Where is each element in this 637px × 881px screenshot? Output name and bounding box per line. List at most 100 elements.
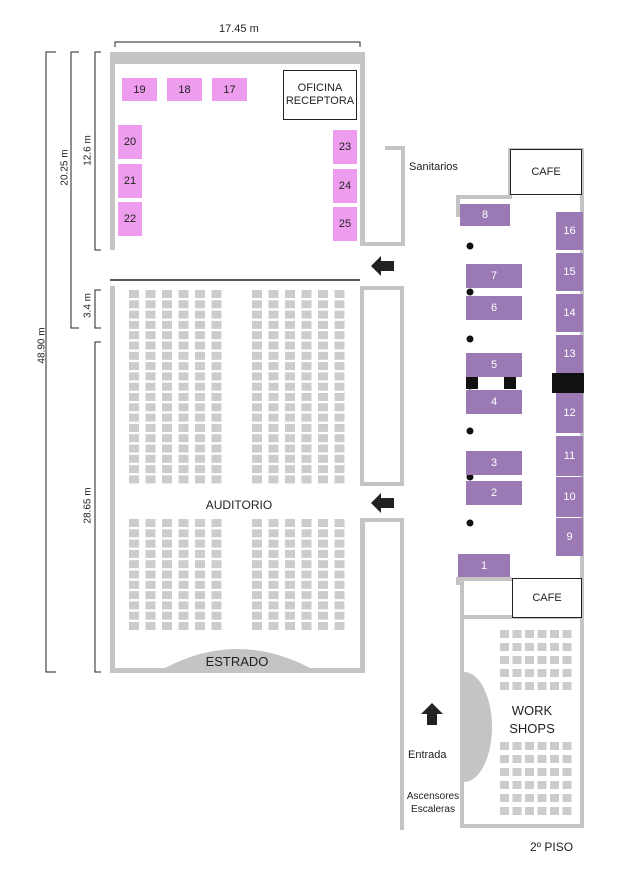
auditorium-seat bbox=[211, 300, 222, 309]
booth-2[interactable]: 2 bbox=[466, 481, 522, 505]
auditorium-seat bbox=[211, 465, 222, 474]
auditorium-seat bbox=[301, 539, 312, 548]
booth-4[interactable]: 4 bbox=[466, 390, 522, 414]
workshop-seat bbox=[537, 656, 547, 664]
auditorium-seat bbox=[285, 331, 295, 340]
workshop-seat bbox=[512, 669, 522, 677]
auditorium-seat bbox=[178, 475, 189, 484]
booth-15[interactable]: 15 bbox=[556, 253, 583, 291]
booth-7[interactable]: 7 bbox=[466, 264, 522, 288]
auditorium-seat bbox=[178, 372, 189, 381]
auditorium-seat bbox=[334, 300, 345, 309]
booth-10[interactable]: 10 bbox=[556, 477, 583, 517]
auditorium-seat bbox=[268, 601, 279, 610]
booth-3[interactable]: 3 bbox=[466, 451, 522, 475]
workshop-seat bbox=[537, 630, 547, 638]
auditorium-seat bbox=[318, 290, 328, 298]
auditorium-seat bbox=[178, 549, 189, 558]
booth-11[interactable]: 11 bbox=[556, 436, 583, 476]
auditorium-seat bbox=[129, 434, 139, 443]
booth-5[interactable]: 5 bbox=[466, 353, 522, 377]
workshop-seat bbox=[550, 742, 559, 750]
booth-18[interactable]: 18 bbox=[167, 78, 202, 101]
auditorium-seat bbox=[301, 475, 312, 484]
booth-19[interactable]: 19 bbox=[122, 78, 157, 101]
auditorium-seat bbox=[145, 519, 156, 527]
workshop-seat bbox=[537, 755, 547, 763]
auditorium-seat bbox=[211, 290, 222, 298]
auditorium-seat bbox=[211, 454, 222, 463]
auditorium-seat bbox=[318, 454, 328, 463]
booth-16[interactable]: 16 bbox=[556, 212, 583, 250]
auditorium-seat bbox=[285, 601, 295, 610]
auditorium-seat bbox=[285, 310, 295, 319]
auditorium-seat bbox=[145, 580, 156, 589]
workshop-seat bbox=[512, 682, 522, 690]
booth-12[interactable]: 12 bbox=[556, 393, 583, 433]
auditorium-seat bbox=[211, 351, 222, 360]
auditorium-seat bbox=[318, 362, 328, 371]
booth-17[interactable]: 17 bbox=[212, 78, 247, 101]
booth-24[interactable]: 24 bbox=[333, 169, 357, 203]
auditorium-seat bbox=[252, 372, 262, 381]
auditorium-seat bbox=[145, 454, 156, 463]
auditorium-seat bbox=[268, 519, 279, 527]
auditorium-seat bbox=[178, 362, 189, 371]
booth-22[interactable]: 22 bbox=[118, 202, 142, 236]
auditorium-seat bbox=[211, 611, 222, 620]
booth-20[interactable]: 20 bbox=[118, 125, 142, 159]
auditorium-seat bbox=[268, 475, 279, 484]
auditorium-seat bbox=[334, 475, 345, 484]
auditorium-seat bbox=[178, 423, 189, 432]
auditorium-seat bbox=[162, 622, 172, 630]
auditorium-seat bbox=[285, 403, 295, 412]
auditorium-seat bbox=[285, 519, 295, 527]
auditorium-seat bbox=[195, 382, 205, 391]
auditorium-seat bbox=[301, 372, 312, 381]
auditorium-seat bbox=[195, 529, 205, 538]
booth-25[interactable]: 25 bbox=[333, 207, 357, 241]
auditorium-seat bbox=[268, 622, 279, 630]
auditorium-seat bbox=[178, 341, 189, 350]
auditorium-seat bbox=[334, 351, 345, 360]
arrow-up-icon bbox=[421, 703, 443, 725]
auditorium-seat bbox=[162, 475, 172, 484]
auditorium-seat bbox=[334, 519, 345, 527]
auditorium-seat bbox=[268, 382, 279, 391]
auditorium-seat bbox=[178, 529, 189, 538]
auditorium-seat bbox=[318, 580, 328, 589]
auditorium-seat bbox=[301, 591, 312, 600]
auditorium-seat bbox=[318, 413, 328, 422]
auditorium-seat bbox=[211, 570, 222, 579]
booth-14[interactable]: 14 bbox=[556, 294, 583, 332]
auditorium-seat bbox=[318, 351, 328, 360]
booth-13[interactable]: 13 bbox=[556, 335, 583, 373]
auditorium-seat bbox=[285, 622, 295, 630]
booth-6[interactable]: 6 bbox=[466, 296, 522, 320]
auditorium-seat bbox=[129, 403, 139, 412]
workshop-seat bbox=[550, 755, 559, 763]
elevators-label: Ascensores Escaleras bbox=[406, 791, 460, 815]
booth-9[interactable]: 9 bbox=[556, 518, 583, 556]
booth-21[interactable]: 21 bbox=[118, 164, 142, 198]
auditorium-seat bbox=[211, 372, 222, 381]
auditorium-seat bbox=[211, 403, 222, 412]
auditorium-seat bbox=[195, 454, 205, 463]
auditorium-seat bbox=[195, 560, 205, 569]
auditorium-seat bbox=[195, 580, 205, 589]
auditorium-seat bbox=[211, 539, 222, 548]
auditorium-seat bbox=[252, 601, 262, 610]
auditorium-seat bbox=[145, 413, 156, 422]
auditorium-seat bbox=[318, 611, 328, 620]
booth-8[interactable]: 8 bbox=[460, 204, 510, 226]
auditorium-seat bbox=[129, 454, 139, 463]
auditorium-seat bbox=[195, 601, 205, 610]
workshop-seat bbox=[525, 742, 534, 750]
booth-23[interactable]: 23 bbox=[333, 130, 357, 164]
auditorium-seat bbox=[285, 434, 295, 443]
booth-1[interactable]: 1 bbox=[458, 554, 510, 577]
auditorium-seat bbox=[162, 393, 172, 401]
auditorium-seat bbox=[318, 601, 328, 610]
auditorium-seat bbox=[301, 529, 312, 538]
